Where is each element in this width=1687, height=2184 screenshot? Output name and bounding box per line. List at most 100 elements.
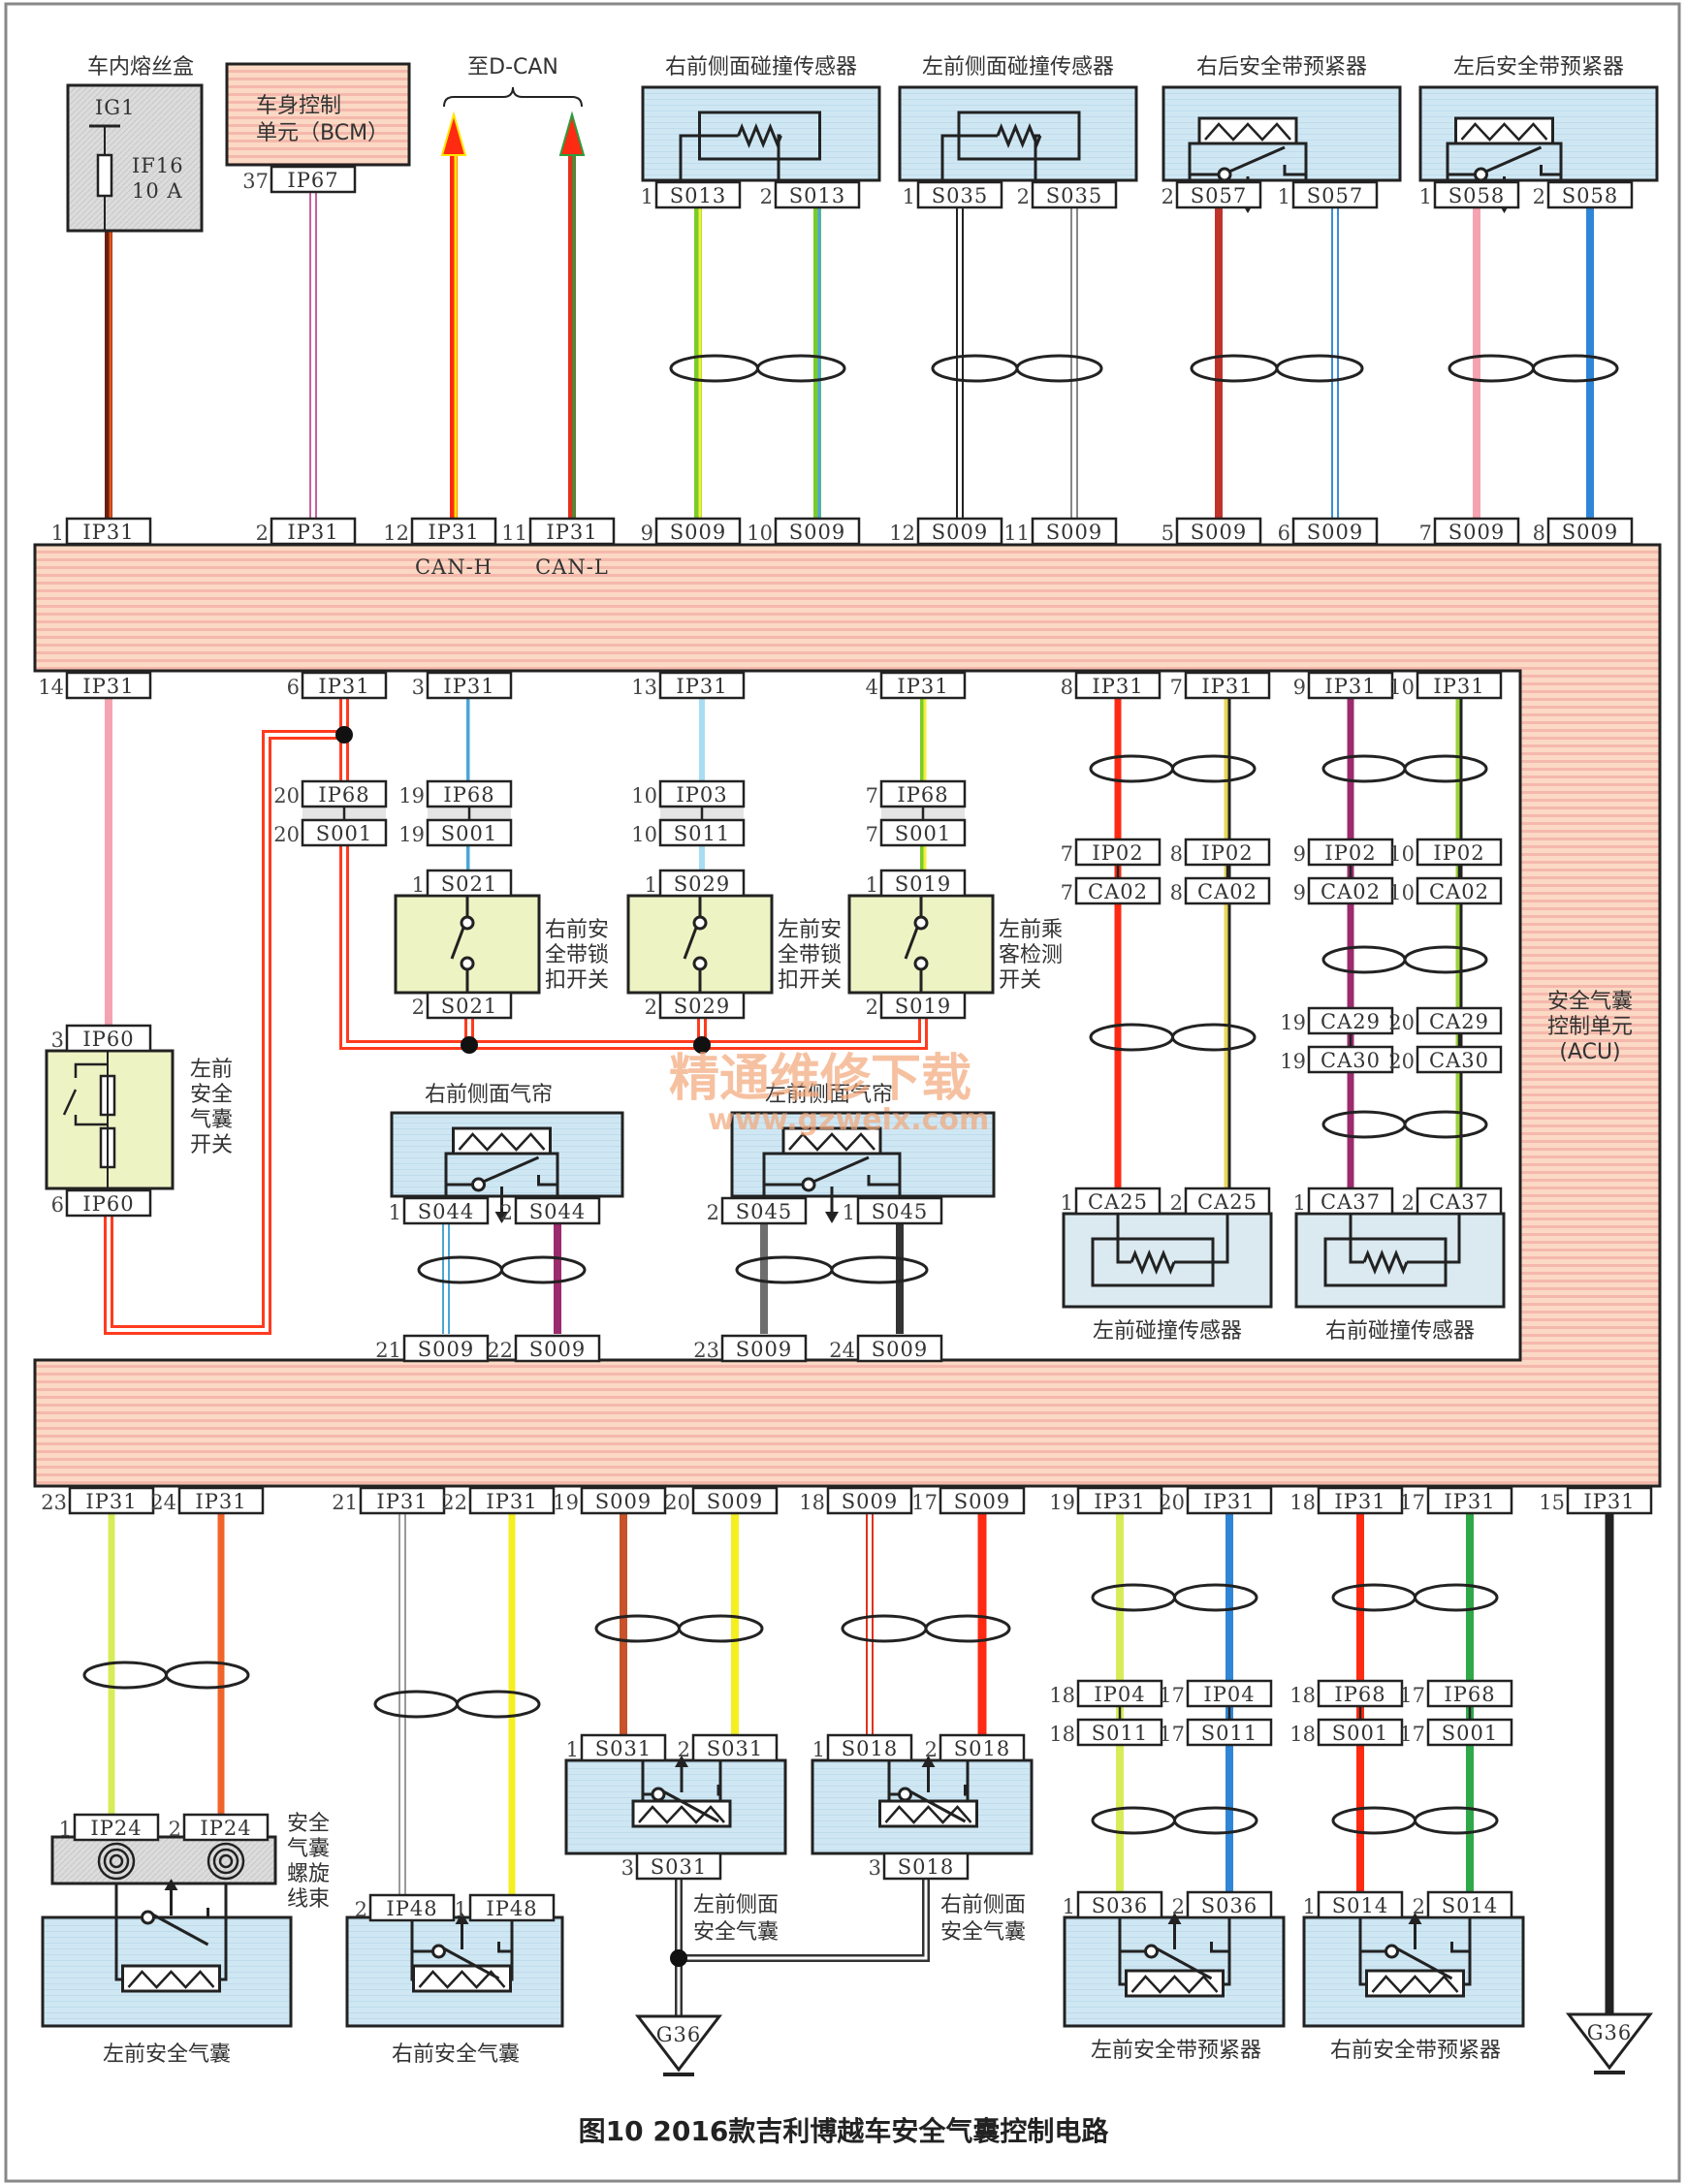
rf-curtain-acu-pin-a-box	[402, 1334, 490, 1363]
lf-occupant-switch-label-line-0: 左前乘	[999, 918, 1063, 942]
rf-curtain-arrowhead-icon	[494, 1212, 509, 1223]
rf-side-airbag-switch-pivot	[898, 1787, 912, 1802]
lf-pretensioner-twist-2-loop-right	[1173, 1806, 1258, 1835]
watermark-line1: 精通维修下载	[669, 1050, 971, 1108]
rf-pretensioner-inline-a-0-box	[1317, 1679, 1404, 1708]
lf-airbag-switch-blade	[151, 1913, 209, 1947]
rf-buckle-switch-pin-top-id: S021	[441, 872, 497, 896]
lf-buckle-switch-acu-pin-box	[658, 671, 746, 700]
rf-curtain-acu-pin-b-id: S009	[529, 1338, 586, 1361]
lr-pretensioner-coil-icon	[1460, 122, 1548, 142]
lf-buckle-switch-pin-bottom-pin: 2	[645, 996, 657, 1019]
pin6-inline-a-pin: 20	[273, 784, 300, 807]
rf-airbag-label: 右前安全气囊	[392, 2042, 520, 2067]
lf-occupant-switch-pin-bottom-id: S019	[895, 995, 951, 1018]
lf-airbag-switch-pivot	[141, 1910, 155, 1925]
rf-crash-sensor-acu-pin-1-pin: 10	[1388, 676, 1415, 699]
lf-side-airbag-switch-blade	[662, 1789, 719, 1823]
lf-occupant-switch-inline-b-id: S001	[895, 822, 951, 845]
ip60-bottom-id: IP60	[82, 1192, 134, 1216]
lf-airbag-twist-loop-left	[82, 1661, 168, 1690]
bcm-connector-pin: 37	[242, 170, 269, 193]
rf-side-airbag-label-line-0: 右前侧面	[940, 1893, 1026, 1917]
lf-pretensioner-twist-1-loop-right	[1173, 1583, 1258, 1612]
lf-crash-sensor-inline-a-0-id: IP02	[1092, 841, 1143, 865]
lf-curtain-acu-pin-a-id: S009	[736, 1338, 792, 1361]
rf-side-crash-sensor-pin-b-id: S013	[789, 184, 845, 207]
rf-side-airbag-acu-pin-0-id: S009	[842, 1490, 898, 1513]
rf-crash-sensor-inline-d-0-pin: 19	[1280, 1050, 1306, 1073]
lf-side-crash-sensor-pin-b-id: S035	[1046, 184, 1102, 207]
lr-pretensioner-switch-pivot	[1474, 167, 1488, 182]
lf-buckle-switch-label-line-0: 左前安	[778, 918, 842, 942]
lf-crash-sensor-pin-1-pin: 2	[1170, 1191, 1183, 1215]
rf-side-airbag-pin-0-pin: 1	[812, 1738, 825, 1761]
rf-pretensioner-pin-0-id: S014	[1332, 1894, 1388, 1917]
lf-airbag-switch-label-line-2: 气囊	[190, 1108, 233, 1132]
acu-top-pin-4-pin: 9	[641, 522, 653, 545]
rf-crash-sensor-inline-d-1-box	[1416, 1045, 1503, 1074]
signal-label-can-h: CAN-H	[415, 555, 493, 579]
lf-crash-sensor-resistor-icon	[1130, 1250, 1176, 1275]
lf-occupant-switch-switch-blade	[904, 927, 919, 960]
rf-side-crash-sensor-lead-left	[679, 134, 739, 194]
junction-pin6	[335, 726, 353, 744]
lf-crash-sensor-twist-1-loop-right	[1171, 754, 1257, 783]
acu-top-pin-9-id: S009	[1307, 521, 1363, 544]
acu-label-line2: 控制单元	[1547, 1015, 1633, 1039]
can-arrow-icon-1	[558, 111, 586, 156]
rf-airbag-acu-pin-1-pin: 22	[441, 1491, 467, 1514]
acu-top-pin-3-id: IP31	[546, 521, 597, 544]
rr-pretensioner-coil-icon	[1204, 122, 1291, 142]
rf-buckle-switch-inline-a-id: IP68	[443, 783, 494, 807]
lf-side-airbag-pin-0-box	[580, 1733, 667, 1762]
rr-pretensioner-pin-a-pin: 2	[1162, 185, 1174, 208]
lf-crash-sensor-lead-right	[1174, 1204, 1229, 1264]
lf-buckle-switch-pin-bottom-box	[658, 991, 746, 1020]
rf-side-crash-sensor-pin-a-box	[654, 180, 742, 209]
lf-pretensioner-inline-b-1-id: S011	[1201, 1722, 1257, 1745]
rf-pretensioner-pin-1-pin: 2	[1413, 1895, 1425, 1918]
rf-curtain-label: 右前侧面气帘	[425, 1083, 553, 1107]
lf-side-airbag-twist-loop-left	[594, 1614, 681, 1643]
pin6-inline-b-box	[301, 818, 388, 847]
rf-curtain-twist-loop-left	[417, 1255, 503, 1284]
clockspring-label-line-3: 线束	[287, 1887, 330, 1912]
can-arrow-icon-0	[440, 111, 467, 156]
rf-curtain-acu-pin-a-pin: 21	[375, 1339, 401, 1362]
lf-pretensioner-pin-1-id: S036	[1201, 1894, 1257, 1917]
acu-top-pin-6-id: S009	[932, 521, 988, 544]
rf-buckle-switch-label-line-1: 全带锁	[545, 943, 609, 967]
rf-airbag-pin-b-id: IP48	[486, 1897, 537, 1920]
rf-side-airbag-acu-pin-1-box	[939, 1486, 1026, 1515]
lf-crash-sensor-label: 左前碰撞传感器	[1093, 1319, 1242, 1344]
lf-airbag-acu-pin-1-box	[177, 1486, 265, 1515]
lf-occupant-switch-acu-pin-pin: 4	[866, 676, 878, 699]
lf-curtain-coil	[781, 1126, 882, 1155]
lf-pretensioner-inline-b-0-pin: 18	[1049, 1723, 1075, 1746]
acu-label-line1: 安全气囊	[1547, 990, 1633, 1014]
lf-side-crash-sensor-pin-b-box	[1031, 180, 1118, 209]
lf-pretensioner-acu-pin-1-box	[1186, 1486, 1273, 1515]
lf-pretensioner-switch-contact	[1210, 1942, 1229, 1953]
rf-pretensioner-pin-0-box	[1317, 1890, 1404, 1919]
lf-airbag-pin-0-pin: 1	[59, 1818, 72, 1841]
lf-pretensioner-pin-0-id: S036	[1092, 1894, 1148, 1917]
rf-buckle-switch-switch-blade	[450, 927, 465, 960]
lf-pretensioner-inline-a-0-box	[1076, 1679, 1163, 1708]
lf-crash-sensor-acu-pin-0-pin: 8	[1061, 676, 1073, 699]
lf-pretensioner-switch-blade	[1155, 1947, 1213, 1980]
rf-pretensioner-acu-pin-1-id: IP31	[1444, 1490, 1495, 1513]
rf-side-crash-sensor-pin-a-pin: 1	[641, 185, 653, 208]
acu-top-pin-10-pin: 7	[1419, 522, 1432, 545]
rf-pretensioner-twist-2-loop-right	[1414, 1806, 1499, 1835]
lf-curtain-pin-a-pin: 2	[707, 1201, 719, 1224]
acu-top-pin-8-pin: 5	[1162, 522, 1174, 545]
acu-control-unit	[33, 543, 1662, 1488]
lf-buckle-switch-pin-bottom-id: S029	[674, 995, 730, 1018]
lf-buckle-switch-pin-top-box	[658, 869, 746, 898]
d-can-brace	[443, 86, 583, 108]
rf-buckle-switch-inline-b-id: S001	[441, 822, 497, 845]
lf-crash-sensor-inline-b-1-box	[1184, 876, 1271, 905]
